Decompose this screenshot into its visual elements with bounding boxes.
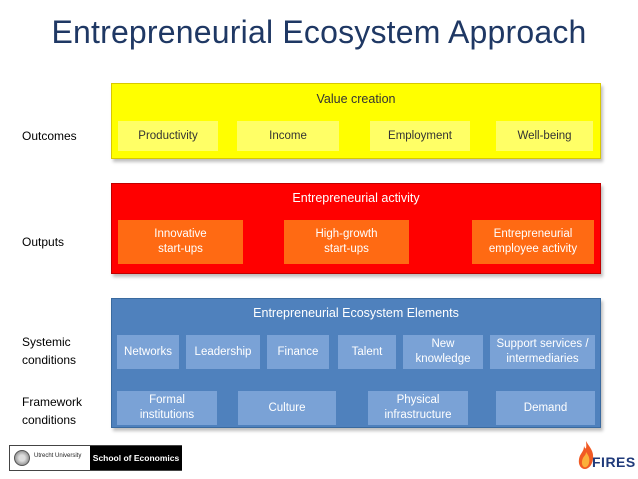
row-label-framework: Framework conditions [22,395,83,427]
element-new-knowledge-label: New knowledge [415,338,471,365]
element-demand: Demand [496,391,595,425]
outcome-employment: Employment [370,121,470,151]
output-entrepreneurial-employee-activity: Entrepreneurial employee activity [472,220,594,264]
ecosystem-elements-panel: Entrepreneurial Ecosystem Elements Netwo… [111,298,601,428]
element-new-knowledge: New knowledge [403,335,483,369]
outcome-income: Income [237,121,339,151]
page-title: Entrepreneurial Ecosystem Approach [51,14,587,50]
value-creation-title: Value creation [316,92,396,106]
element-physical-infrastructure-label: Physical infrastructure [384,394,452,421]
fires-wordmark: FIRES [592,454,636,470]
university-seal-icon [14,450,30,466]
row-label-systemic: Systemic conditions [22,335,77,367]
output-entrepreneurial-employee-activity-label: Entrepreneurial employee activity [488,228,578,255]
entrepreneurial-activity-panel: Entrepreneurial activity Innovative star… [111,183,601,274]
element-formal-institutions: Formal institutions [117,391,217,425]
school-name: School of Economics [90,446,182,470]
flame-icon [578,441,594,469]
output-high-growth-start-ups-label: High-growth start-ups [315,228,378,255]
output-innovative-start-ups: Innovative start-ups [118,220,243,264]
row-label-outcomes: Outcomes [22,129,77,143]
element-talent: Talent [338,335,396,369]
element-finance: Finance [267,335,329,369]
output-high-growth-start-ups: High-growth start-ups [284,220,409,264]
element-formal-institutions-label: Formal institutions [139,394,195,421]
element-leadership: Leadership [186,335,260,369]
element-culture: Culture [238,391,336,425]
value-creation-panel: Value creation Productivity Income Emplo… [111,83,601,159]
utrecht-logo: Utrecht University School of Economics [9,445,182,471]
outcome-well-being: Well-being [496,121,593,151]
ecosystem-elements-title: Entrepreneurial Ecosystem Elements [253,306,459,320]
fires-logo: FIRES [572,440,635,474]
university-name: Utrecht University [34,453,82,459]
element-support-services: Support services / intermediaries [490,335,595,369]
element-networks: Networks [117,335,179,369]
output-innovative-start-ups-label: Innovative start-ups [154,228,207,255]
element-physical-infrastructure: Physical infrastructure [368,391,468,425]
entrepreneurial-activity-title: Entrepreneurial activity [292,191,420,205]
row-label-outputs: Outputs [22,235,65,249]
outcome-productivity: Productivity [118,121,218,151]
